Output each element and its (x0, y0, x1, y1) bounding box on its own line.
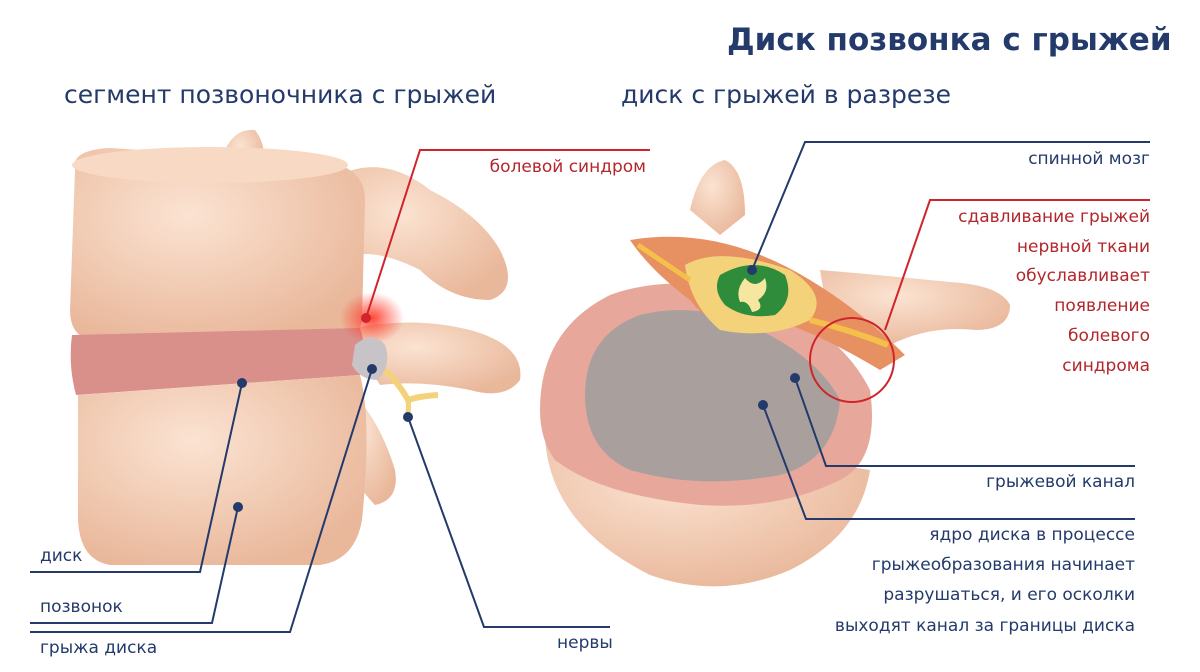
compression-line-5: болевого (1068, 326, 1150, 346)
label-spinal-cord: спинной мозг (1028, 149, 1150, 169)
label-disc: диск (40, 546, 83, 566)
upper-transverse-process (330, 167, 508, 300)
compression-circle (809, 317, 895, 403)
nucleus-line-1: ядро диска в процессе (929, 525, 1135, 545)
upper-vertebra (70, 148, 365, 340)
leader-dots-red (361, 313, 371, 323)
compression-line-3: обуславливает (1015, 266, 1150, 286)
compression-line-6: синдрома (1062, 356, 1150, 376)
pain-glow (340, 292, 404, 344)
label-pain-syndrome: болевой синдром (489, 157, 646, 177)
label-vertebra: позвонок (40, 597, 123, 617)
label-hernia-channel: грыжевой канал (986, 472, 1135, 492)
label-disc-herniation: грыжа диска (40, 638, 158, 658)
disc-band (70, 328, 365, 395)
right-dorsal-process (690, 160, 745, 235)
leader-dots-blue (233, 265, 800, 512)
leader-lines-red (365, 149, 1150, 331)
leader-lines-blue (30, 141, 1150, 633)
compression-line-2: нервной ткани (1016, 237, 1150, 257)
herniation-blob (352, 337, 388, 380)
grey-matter (738, 278, 767, 312)
label-nerves: нервы (557, 633, 613, 653)
upper-vertebra-top (72, 147, 348, 183)
left-subtitle: сегмент позвоночника с грыжей (64, 80, 497, 109)
compression-line-4: появление (1054, 296, 1150, 316)
right-subtitle: диск с грыжей в разрезе (621, 80, 951, 109)
nucleus-line-4: выходят канал за границы диска (834, 616, 1135, 636)
page-title: Диск позвонка с грыжей (727, 22, 1172, 58)
nerve-root-right (809, 317, 890, 348)
nucleus-line-3: разрушаться, и его осколки (883, 585, 1135, 605)
compression-line-1: сдавливание грыжей (958, 207, 1150, 227)
nucleus-line-2: грыжеобразования начинает (871, 555, 1135, 575)
disc-cross-section (540, 160, 1010, 587)
spine-segment (70, 129, 521, 565)
